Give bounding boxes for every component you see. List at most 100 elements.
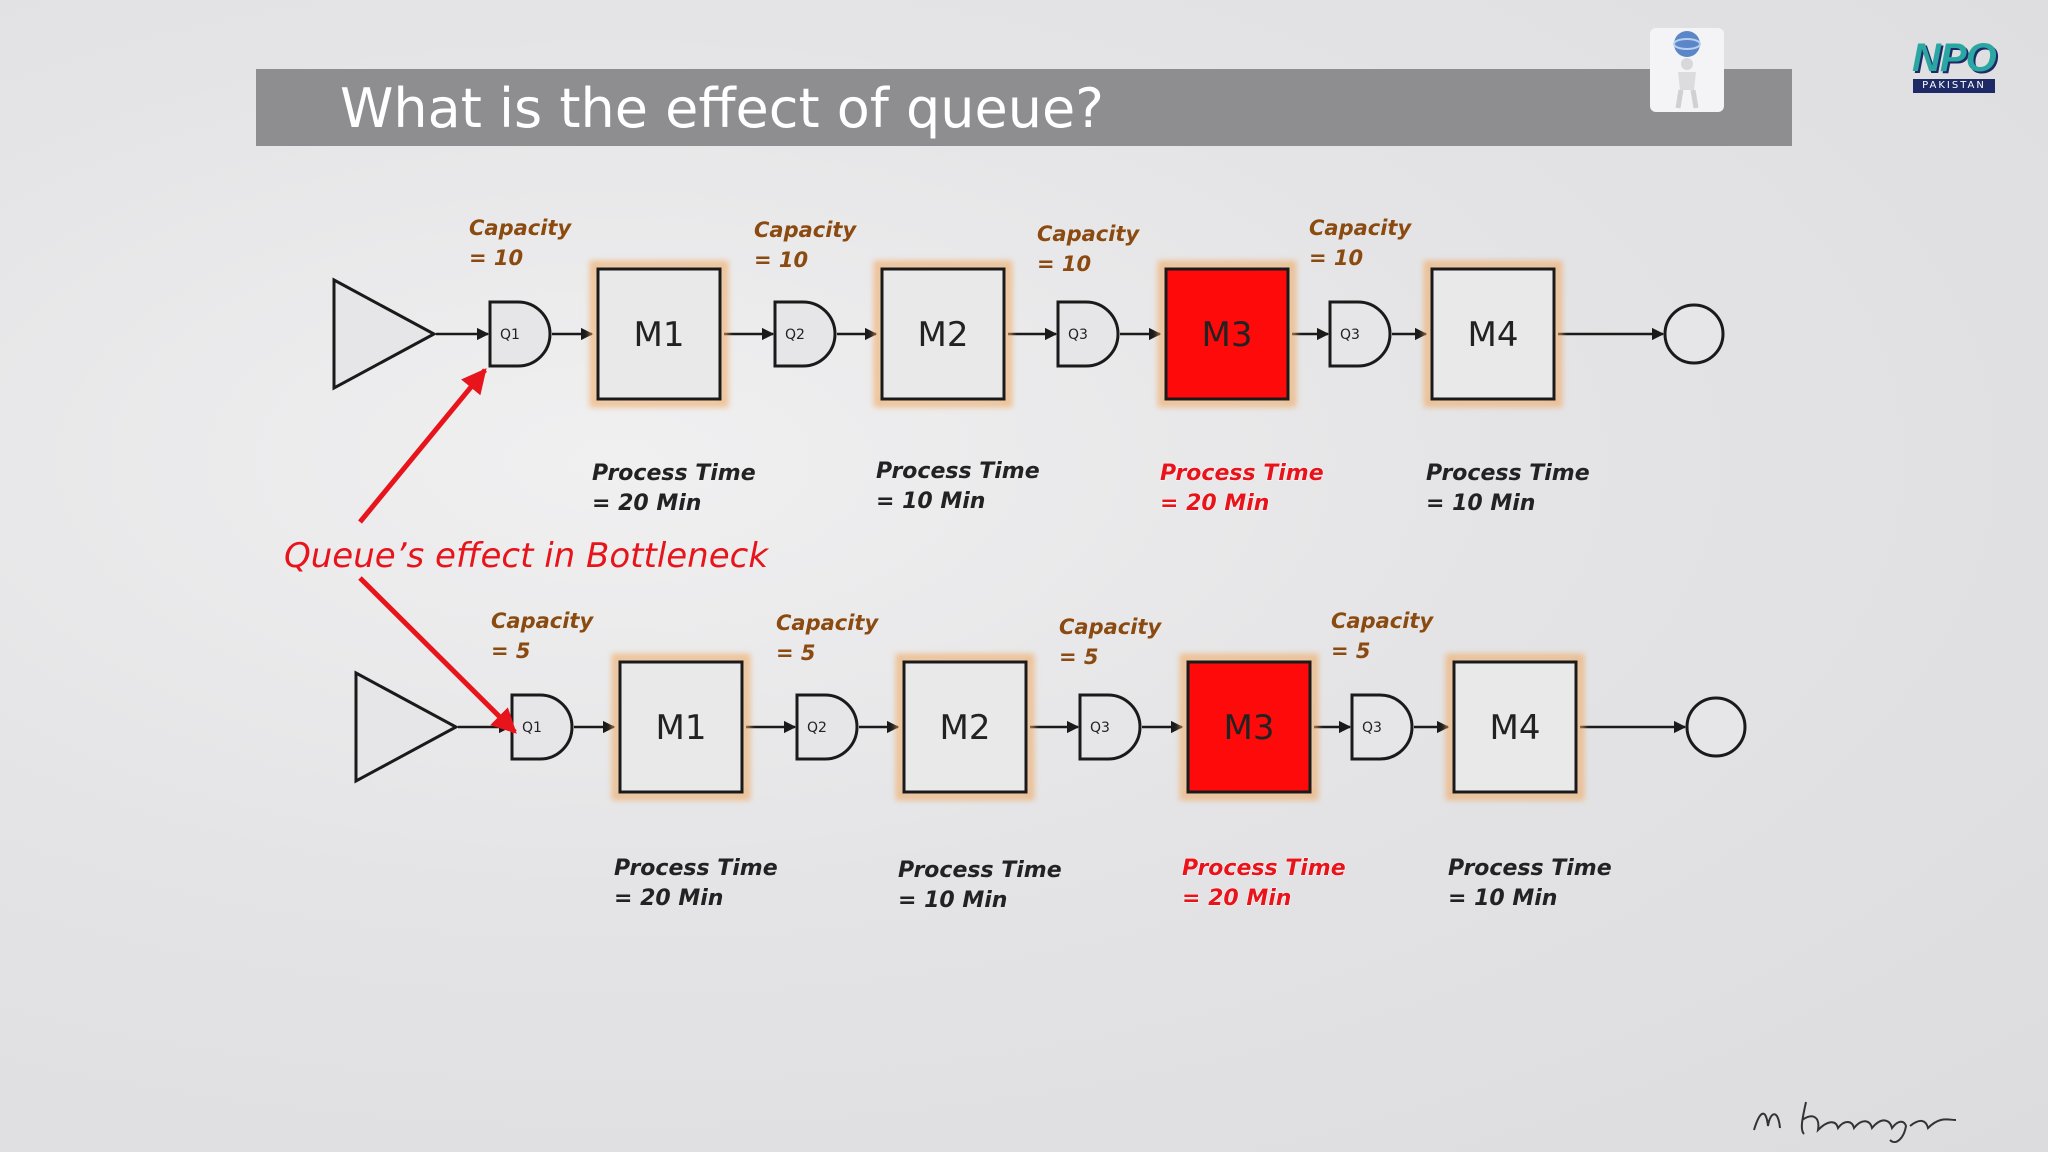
capacity-value: = 10 [469, 246, 523, 270]
machine-glow [1445, 653, 1585, 801]
process-time-label: Process Time [876, 459, 1040, 484]
machine-glow [1179, 653, 1319, 801]
queue-shape [795, 693, 859, 761]
queue-label: Q2 [807, 720, 827, 736]
machine-label: M2 [940, 708, 991, 748]
annotation-arrow-upper [358, 368, 487, 524]
slide-title: What is the effect of queue? [340, 77, 1104, 140]
queue-2: Q2 Capacity = 5 [776, 611, 879, 761]
source-triangle [354, 670, 460, 784]
queue-shape [510, 693, 574, 761]
queue-shape [1056, 300, 1120, 368]
capacity-label: Capacity [1037, 222, 1140, 246]
queue-label: Q2 [785, 327, 805, 343]
capacity-label: Capacity [1059, 615, 1162, 639]
machine-glow [895, 653, 1035, 801]
process-time-value: = 20 Min [614, 886, 723, 911]
npo-pakistan-logo: NPO PAKISTAN [1908, 36, 2000, 94]
queue-shape [1328, 300, 1392, 368]
process-time-label: Process Time [1160, 461, 1324, 486]
capacity-value: = 5 [776, 641, 816, 665]
globe-person-icon [1650, 28, 1724, 112]
machine-box [1430, 267, 1556, 401]
annotation-label: Queue’s effect in Bottleneck [284, 536, 769, 576]
capacity-label: Capacity [491, 609, 594, 633]
capacity-label: Capacity [754, 218, 857, 242]
process-time-value: = 20 Min [592, 491, 701, 516]
queue-4: Q3 Capacity = 5 [1331, 609, 1434, 761]
machine-label: M2 [918, 315, 969, 355]
process-time-label: Process Time [614, 856, 778, 881]
machine-label: M1 [634, 315, 685, 355]
capacity-label: Capacity [1331, 609, 1434, 633]
queue-shape [773, 300, 837, 368]
bottleneck-machine-box [1186, 660, 1312, 794]
machine-glow [1157, 260, 1297, 408]
capacity-label: Capacity [1309, 216, 1412, 240]
queue-label: Q1 [500, 327, 520, 343]
process-time-value: = 10 Min [1448, 886, 1557, 911]
process-time-label: Process Time [592, 461, 756, 486]
production-line-1: Q1 Capacity = 10 Q2 Capacity = 10 Q3 Capacity = … [332, 216, 1725, 517]
signature [1753, 1101, 1957, 1144]
machine-box [596, 267, 722, 401]
queue-shape [1078, 693, 1142, 761]
queue-label: Q1 [522, 720, 542, 736]
logo-subtext: PAKISTAN [1913, 79, 1995, 93]
queue-3: Q3 Capacity = 5 [1059, 615, 1162, 761]
machine-label: M4 [1490, 708, 1541, 748]
capacity-value: = 10 [1309, 246, 1363, 270]
process-time-value: = 10 Min [898, 888, 1007, 913]
queue-2: Q2 Capacity = 10 [754, 218, 857, 368]
machine-glow [589, 260, 729, 408]
bottleneck-annotation: Queue’s effect in Bottleneck [284, 368, 769, 734]
source-triangle [332, 277, 438, 391]
machine-label: M4 [1468, 315, 1519, 355]
process-time-label: Process Time [898, 858, 1062, 883]
machine-box [1452, 660, 1578, 794]
machine-glow [1423, 260, 1563, 408]
process-time-value: = 20 Min [1182, 886, 1291, 911]
logo-text: NPO [1912, 36, 1997, 80]
machine-label: M3 [1202, 315, 1253, 355]
process-time-label: Process Time [1448, 856, 1612, 881]
capacity-value: = 5 [491, 639, 531, 663]
annotation-arrow-lower [358, 576, 517, 734]
queue-label: Q3 [1068, 327, 1088, 343]
process-time-value: = 10 Min [1426, 491, 1535, 516]
queue-shape [1350, 693, 1414, 761]
machine-label: M1 [656, 708, 707, 748]
queue-1: Q1 Capacity = 10 [469, 216, 572, 368]
queue-4: Q3 Capacity = 10 [1309, 216, 1412, 368]
capacity-label: Capacity [776, 611, 879, 635]
queue-shape [488, 300, 552, 368]
machine-box [618, 660, 744, 794]
capacity-value: = 10 [754, 248, 808, 272]
sink-circle [1663, 303, 1725, 365]
capacity-label: Capacity [469, 216, 572, 240]
capacity-value: = 5 [1331, 639, 1371, 663]
title-bar: What is the effect of queue? [256, 69, 1792, 146]
process-time-label: Process Time [1426, 461, 1590, 486]
queue-1: Q1 Capacity = 5 [491, 609, 594, 761]
machine-glow [873, 260, 1013, 408]
queue-label: Q3 [1090, 720, 1110, 736]
queue-label: Q3 [1362, 720, 1382, 736]
machine-box [902, 660, 1028, 794]
capacity-value: = 5 [1059, 645, 1099, 669]
process-time-value: = 20 Min [1160, 491, 1269, 516]
machine-box [880, 267, 1006, 401]
queue-label: Q3 [1340, 327, 1360, 343]
